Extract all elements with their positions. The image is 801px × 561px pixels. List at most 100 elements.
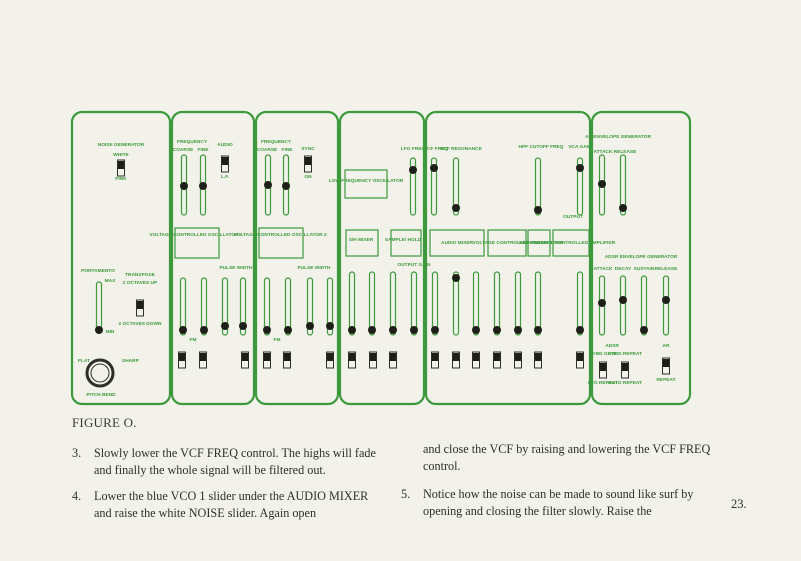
- vco1-box: [174, 227, 220, 259]
- panel-section-left: [70, 110, 172, 406]
- slider-track: [200, 277, 208, 336]
- vco1-title: VOLTAGE CONTROLLED OSCILLATOR 1: [149, 232, 243, 238]
- vcf-box: [487, 229, 527, 257]
- slider-knob: [368, 326, 376, 334]
- slider-track: [221, 277, 229, 336]
- switch-lever: [222, 157, 228, 165]
- slider-track: [640, 275, 648, 336]
- auto-repeat: AUTO REPEAT: [608, 380, 642, 386]
- switch-lever: [432, 353, 438, 361]
- hpf-title: HIGH PASS FILTER: [519, 240, 563, 246]
- vco1-lf: L.F.: [221, 174, 229, 180]
- panel-section-env: [590, 110, 692, 406]
- switch-frame: [136, 299, 144, 317]
- slider-knob: [576, 326, 584, 334]
- audio-mixer-box: [429, 229, 485, 257]
- vca-gain: VCA GAIN: [568, 144, 592, 150]
- switch-frame: [283, 351, 291, 369]
- kybd-repeat: KYBD REPEAT: [608, 351, 642, 357]
- slider-knob: [282, 182, 290, 190]
- slider-track: [576, 271, 584, 336]
- vcf-freq: VCF FREQ: [424, 146, 449, 152]
- switch-frame: [348, 351, 356, 369]
- switch-frame: [493, 351, 501, 369]
- slider-track: [431, 271, 439, 336]
- lfo-freq: LFO FREQ: [401, 146, 426, 152]
- lfo-box: [344, 169, 388, 199]
- sample-hold-box: [390, 229, 422, 257]
- slider-track: [239, 277, 247, 336]
- switch-frame: [369, 351, 377, 369]
- switch-frame: [514, 351, 522, 369]
- sample-hold-output: OUTPUT GAIN: [397, 262, 431, 268]
- switch-lever: [622, 363, 628, 371]
- ar-title: AR ENVELOPE GENERATOR: [585, 134, 651, 140]
- vco1-frequency: FREQUENCY: [177, 139, 208, 145]
- slider-track: [472, 271, 480, 336]
- switch-frame: [241, 351, 249, 369]
- slider-knob: [179, 326, 187, 334]
- panel-section-filter: [424, 110, 592, 406]
- hpf-box: [527, 229, 551, 257]
- switch-frame: [662, 357, 670, 375]
- slider-track: [306, 277, 314, 336]
- slider-knob: [534, 326, 542, 334]
- switch-lever: [663, 359, 669, 367]
- slider-knob: [221, 322, 229, 330]
- slider-knob: [431, 326, 439, 334]
- slider-knob: [389, 326, 397, 334]
- slider-knob: [239, 322, 247, 330]
- slider-track: [576, 157, 584, 216]
- slider-track: [662, 275, 670, 336]
- switch-lever: [137, 301, 143, 309]
- adsr-title: ADSR ENVELOPE GENERATOR: [605, 254, 678, 260]
- portamento-title: PORTAMENTO: [81, 268, 115, 274]
- vco1-audio: AUDIO: [217, 142, 233, 148]
- switch-frame: [472, 351, 480, 369]
- vco1-fm: FM: [190, 337, 197, 343]
- vca-output: OUTPUT: [563, 214, 583, 220]
- vco1-coarse: COARSE: [173, 147, 194, 153]
- switch-lever: [118, 161, 124, 169]
- transpose-up: 2 OCTAVES UP: [123, 280, 158, 286]
- adsr-sustain: SUSTAIN: [634, 266, 655, 272]
- switch-lever: [242, 353, 248, 361]
- noise-title: NOISE GENERATOR: [98, 142, 145, 148]
- slider-knob: [306, 322, 314, 330]
- switch-frame: [221, 155, 229, 173]
- switch-frame: [326, 351, 334, 369]
- switch-frame: [178, 351, 186, 369]
- slider-track: [410, 271, 418, 336]
- vco2-title: VOLTAGE CONTROLLED OSCILLATOR 2: [233, 232, 327, 238]
- slider-knob: [263, 326, 271, 334]
- switch-lever: [577, 353, 583, 361]
- slider-knob: [576, 164, 584, 172]
- switch-frame: [534, 351, 542, 369]
- adsr-label: ADSR: [605, 343, 619, 349]
- lfo-title: LOW FREQUENCY OSCILLATOR: [329, 178, 404, 184]
- slider-track: [619, 154, 627, 216]
- adsr-attack: ATTACK: [593, 266, 613, 272]
- slider-track: [409, 157, 417, 216]
- sh-mixer-box: [345, 229, 379, 257]
- pitch-bend-wheel: [85, 358, 115, 388]
- slider-knob: [619, 296, 627, 304]
- slider-knob: [640, 326, 648, 334]
- vco2-fine: FINE: [282, 147, 294, 153]
- switch-lever: [200, 353, 206, 361]
- switch-frame: [452, 351, 460, 369]
- slider-track: [263, 277, 271, 336]
- paragraph-number: 5.: [401, 487, 411, 501]
- switch-lever: [370, 353, 376, 361]
- slider-knob: [452, 204, 460, 212]
- switch-lever: [535, 353, 541, 361]
- slider-knob: [348, 326, 356, 334]
- audio-mixer-title: AUDIO MIXER: [441, 240, 474, 246]
- slider-track: [514, 271, 522, 336]
- switch-frame: [117, 159, 125, 177]
- switch-frame: [431, 351, 439, 369]
- ar-label: AR: [663, 343, 670, 349]
- slider-track: [368, 271, 376, 336]
- ar-release: RELEASE: [614, 149, 637, 155]
